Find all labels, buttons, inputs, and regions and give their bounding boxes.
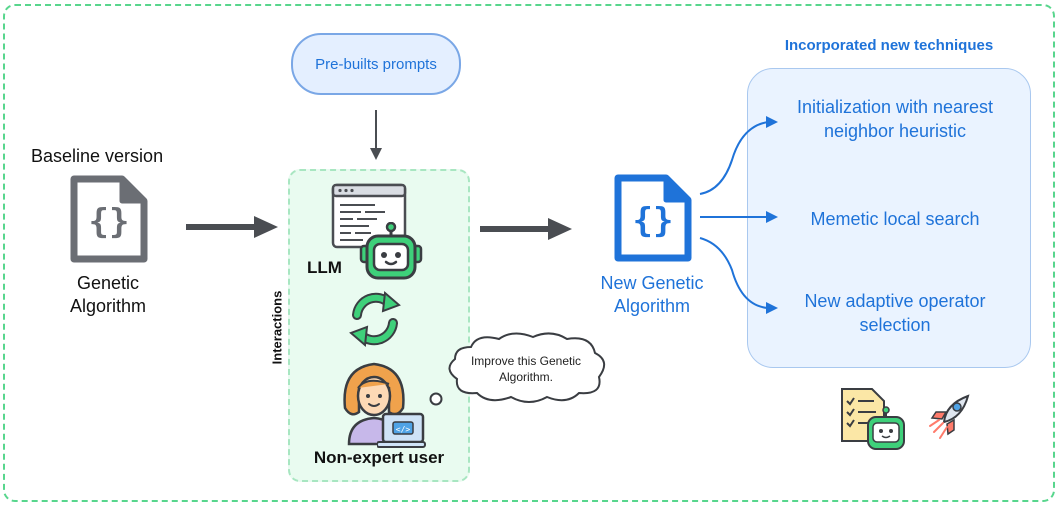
- svg-text:{}: {}: [633, 201, 674, 241]
- thought-dot: [429, 392, 443, 406]
- technique-3-line2: selection: [859, 315, 931, 335]
- laptop-icon: </>: [377, 412, 426, 448]
- technique-1-line2: neighbor heuristic: [823, 121, 967, 141]
- prompts-pill: Pre-builts prompts: [291, 33, 461, 95]
- technique-item-3: New adaptive operator selection: [770, 289, 1020, 337]
- llm-label: LLM: [307, 258, 342, 277]
- new-ga-name: New Genetic Algorithm: [584, 272, 720, 318]
- baseline-heading: Baseline version: [31, 146, 164, 166]
- new-ga-name-line1: New Genetic: [600, 273, 704, 293]
- baseline-name-line1: Genetic: [76, 273, 140, 293]
- baseline-name: Genetic Algorithm: [40, 272, 176, 318]
- code-file-icon: {}: [70, 175, 148, 263]
- svg-text:{}: {}: [89, 202, 130, 242]
- technique-item-2: Memetic local search: [770, 207, 1020, 231]
- technique-arrows: [699, 116, 778, 314]
- baseline-name-line2: Algorithm: [69, 296, 147, 316]
- arrow-prompts-to-llm: [370, 110, 382, 160]
- interactions-vertical-label: Interactions: [269, 290, 285, 365]
- code-file-icon-blue: {}: [614, 174, 692, 262]
- thought-line1: Improve this Genetic: [470, 354, 582, 368]
- techniques-box: [747, 68, 1031, 368]
- prompts-label: Pre-builts prompts: [315, 55, 437, 73]
- technique-2-line1: Memetic local search: [810, 209, 980, 229]
- thought-line2: Algorithm.: [498, 370, 554, 384]
- rocket-icon: [929, 394, 970, 439]
- technique-3-line1: New adaptive operator: [804, 291, 986, 311]
- new-ga-name-line2: Algorithm: [613, 296, 691, 316]
- technique-item-1: Initialization with nearest neighbor heu…: [770, 95, 1020, 143]
- arrow-baseline-to-llm: [186, 216, 278, 238]
- svg-text:</>: </>: [396, 425, 411, 434]
- outer-frame: [3, 4, 1055, 502]
- cycle-arrows-icon: [349, 291, 401, 347]
- llm-window-icon: [331, 183, 407, 249]
- user-label: Non-expert user: [313, 448, 445, 467]
- thought-text: Improve this Genetic Algorithm.: [452, 353, 600, 385]
- thought-bubble: [448, 332, 606, 403]
- techniques-heading: Incorporated new techniques: [784, 37, 994, 54]
- checklist-robot-icon: [841, 388, 905, 450]
- arrow-llm-to-new-ga: [480, 218, 572, 240]
- technique-1-line1: Initialization with nearest: [796, 97, 994, 117]
- robot-icon: [359, 222, 423, 280]
